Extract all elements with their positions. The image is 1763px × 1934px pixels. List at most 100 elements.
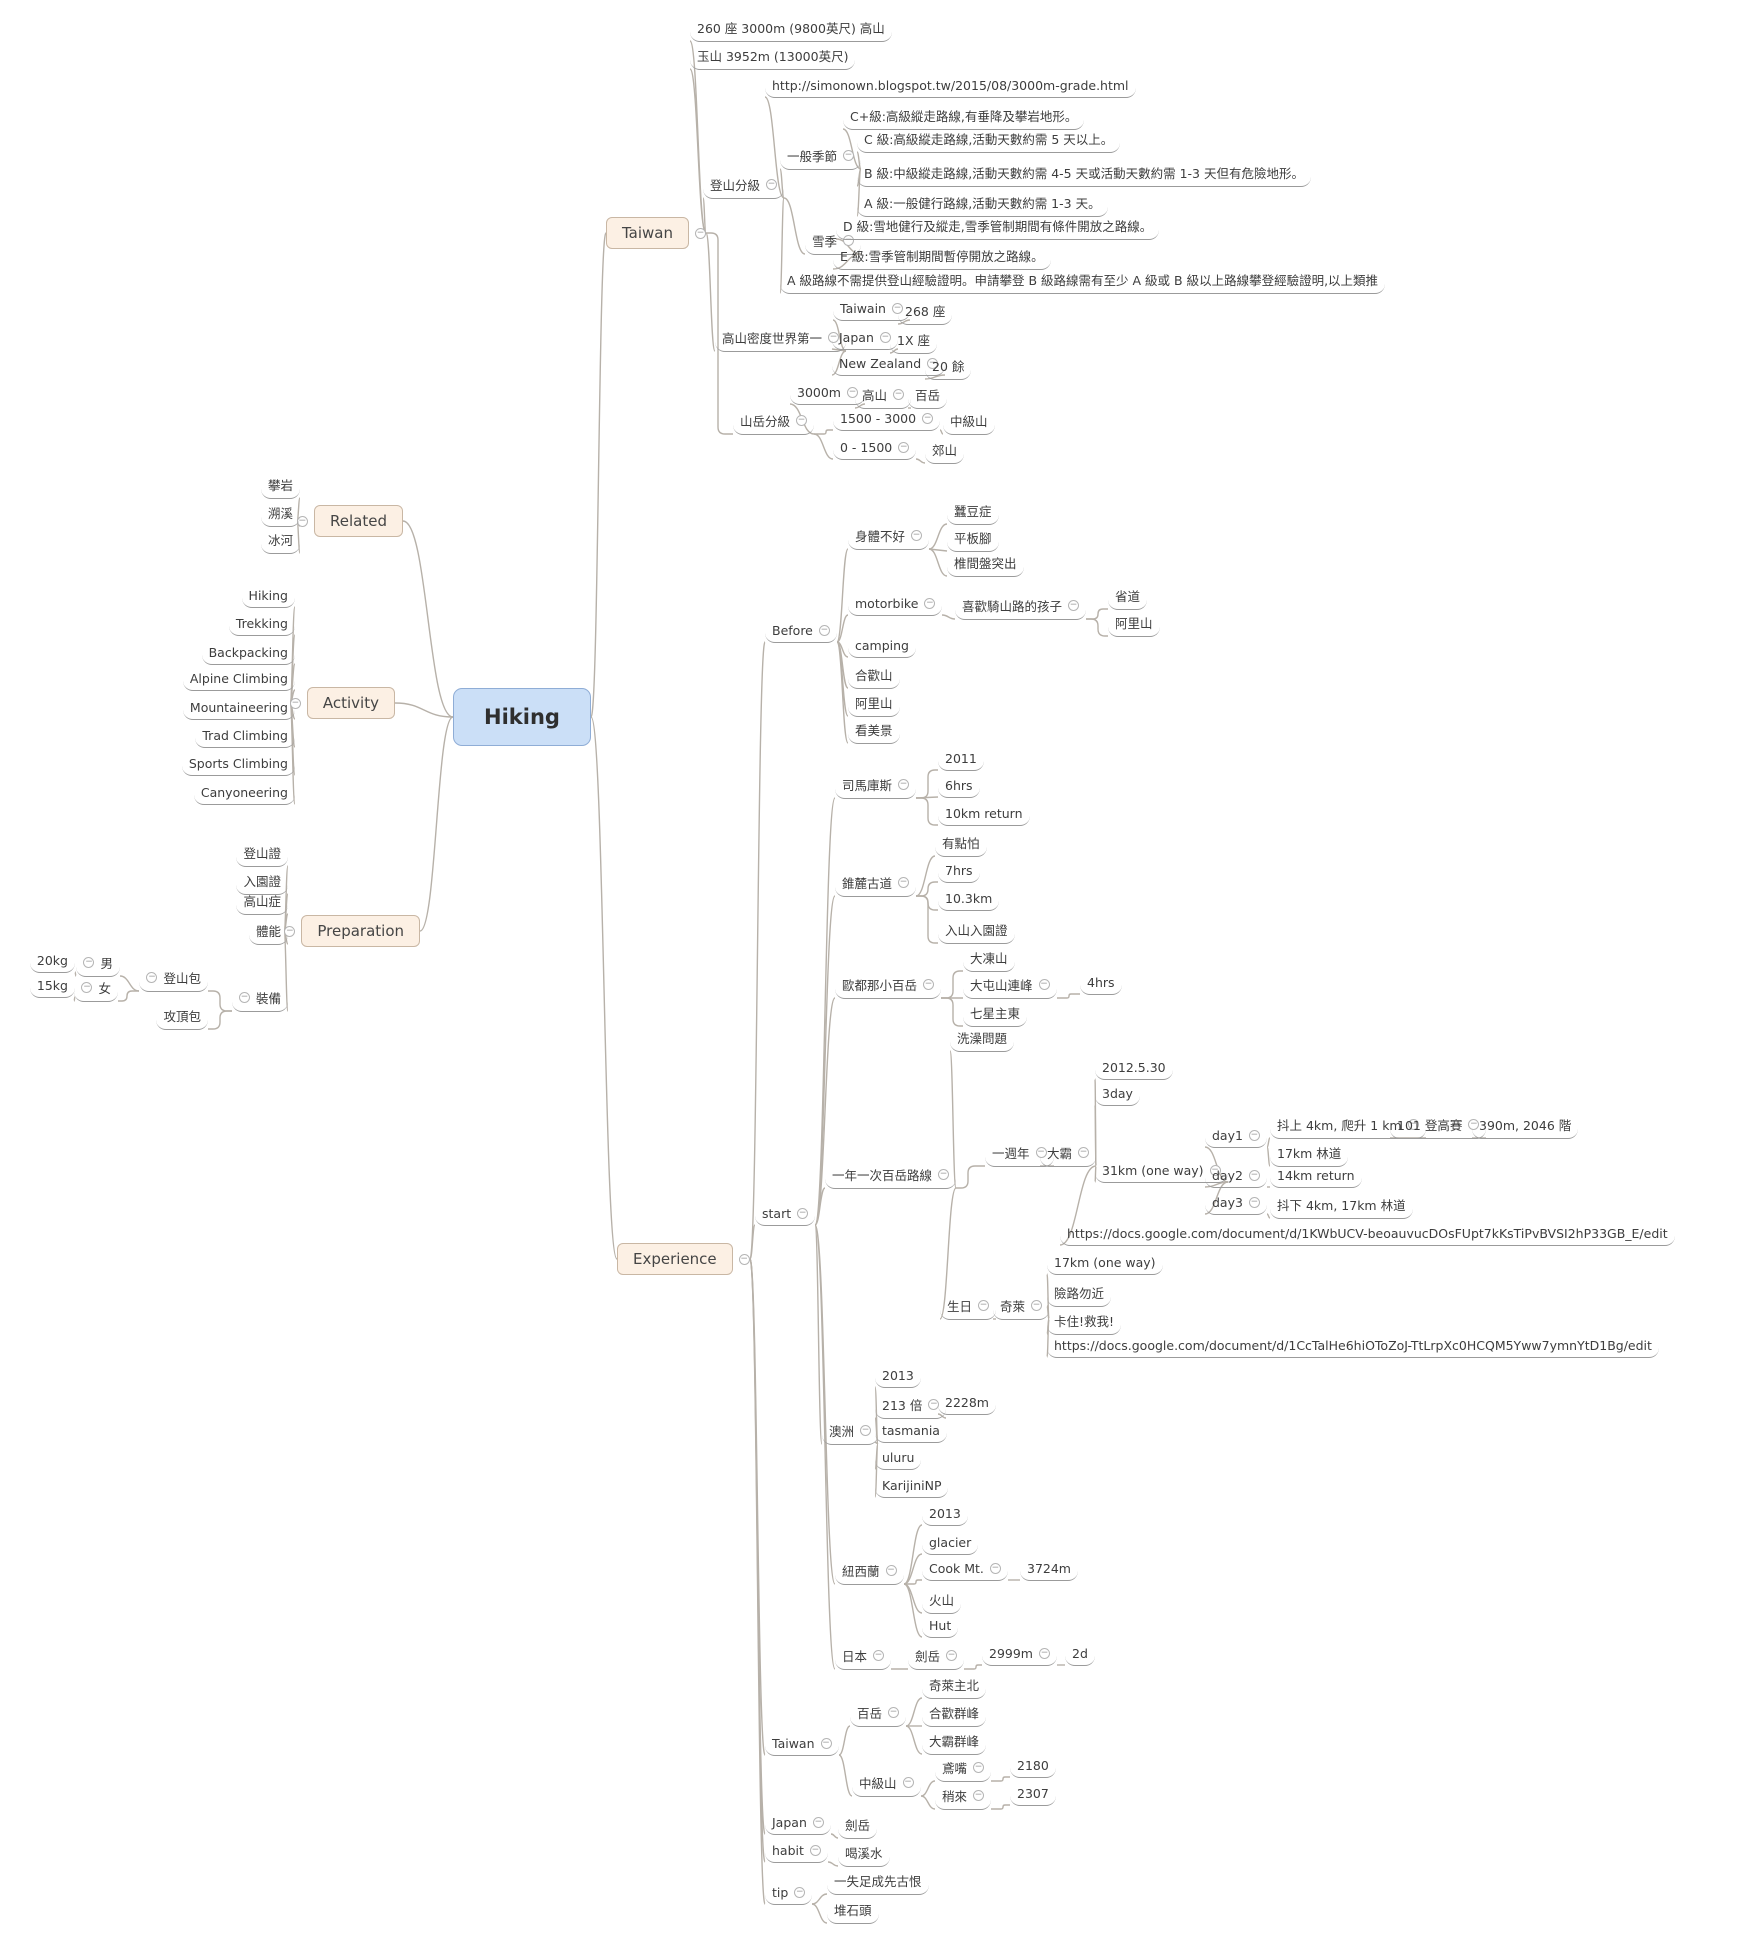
mindmap-node[interactable]: day1−	[1205, 1127, 1267, 1148]
topic-node-preparation[interactable]: −Preparation	[284, 915, 420, 947]
mindmap-node[interactable]: 1500 - 3000−	[833, 410, 941, 431]
collapse-minus-icon[interactable]: −	[928, 1399, 940, 1410]
collapse-minus-icon[interactable]: −	[973, 1790, 985, 1801]
mindmap-node[interactable]: 2012.5.30	[1095, 1059, 1173, 1080]
mindmap-node[interactable]: 日本−	[835, 1645, 892, 1670]
mindmap-node[interactable]: 蠶豆症	[947, 500, 999, 525]
collapse-minus-icon[interactable]: −	[1248, 1170, 1260, 1181]
mindmap-node[interactable]: −女	[74, 977, 118, 1002]
collapse-minus-icon[interactable]: −	[1078, 1147, 1090, 1158]
collapse-minus-icon[interactable]: −	[973, 1762, 985, 1773]
mindmap-node[interactable]: 31km (one way)−	[1095, 1162, 1228, 1183]
mindmap-node[interactable]: Taiwain−	[833, 300, 910, 321]
mindmap-node[interactable]: 7hrs	[938, 862, 980, 883]
collapse-minus-icon[interactable]: −	[238, 992, 250, 1003]
mindmap-node[interactable]: 268 座	[898, 300, 953, 325]
mindmap-node[interactable]: 司馬庫斯−	[835, 774, 917, 799]
mindmap-node[interactable]: Cook Mt.−	[922, 1560, 1008, 1581]
collapse-minus-icon[interactable]: −	[898, 877, 910, 888]
mindmap-node[interactable]: B 級:中級縱走路線,活動天數約需 4-5 天或活動天數約需 1-3 天但有危險…	[857, 162, 1311, 187]
mindmap-node[interactable]: 2228m	[938, 1394, 996, 1415]
collapse-minus-icon[interactable]: −	[797, 1208, 809, 1219]
mindmap-node[interactable]: 錐麓古道−	[835, 872, 917, 897]
mindmap-node[interactable]: 2011	[938, 750, 984, 771]
mindmap-node[interactable]: 15kg	[29, 977, 75, 998]
mindmap-node[interactable]: 10.3km	[938, 890, 1000, 911]
mindmap-node[interactable]: 阿里山	[848, 692, 900, 717]
mindmap-node[interactable]: 260 座 3000m (9800英尺) 高山	[690, 17, 892, 42]
mindmap-node[interactable]: 阿里山	[1108, 612, 1160, 637]
mindmap-node[interactable]: glacier	[922, 1534, 979, 1555]
mindmap-node[interactable]: https://docs.google.com/document/d/1CcTa…	[1047, 1337, 1659, 1358]
collapse-minus-icon[interactable]: −	[820, 1738, 832, 1749]
mindmap-node[interactable]: 抖上 4km, 爬升 1 km−	[1270, 1114, 1426, 1139]
mindmap-node[interactable]: 2999m−	[982, 1645, 1057, 1666]
topic-node-experience[interactable]: Experience−	[617, 1243, 750, 1275]
mindmap-node[interactable]: 澳洲−	[822, 1420, 879, 1445]
collapse-minus-icon[interactable]: −	[695, 227, 707, 239]
collapse-minus-icon[interactable]: −	[843, 235, 855, 246]
topic-node-activity[interactable]: −Activity	[289, 687, 395, 719]
collapse-minus-icon[interactable]: −	[922, 413, 934, 424]
collapse-minus-icon[interactable]: −	[989, 1563, 1001, 1574]
mindmap-node[interactable]: 喝溪水	[838, 1842, 890, 1867]
mindmap-node[interactable]: 入園證	[236, 870, 288, 895]
mindmap-node[interactable]: motorbike−	[848, 595, 943, 616]
mindmap-node[interactable]: http://simonown.blogspot.tw/2015/08/3000…	[765, 77, 1136, 98]
mindmap-node[interactable]: 攻頂包	[156, 1005, 208, 1030]
collapse-minus-icon[interactable]: −	[1039, 1648, 1050, 1659]
mindmap-node[interactable]: 險路勿近	[1047, 1282, 1112, 1307]
mindmap-node[interactable]: 高山−	[855, 384, 912, 409]
mindmap-node[interactable]: tasmania	[875, 1422, 947, 1443]
mindmap-node[interactable]: 鳶嘴−	[935, 1757, 992, 1782]
mindmap-node[interactable]: Japan−	[765, 1814, 831, 1835]
collapse-minus-icon[interactable]: −	[898, 779, 910, 790]
mindmap-node[interactable]: 抖下 4km, 17km 林道	[1270, 1194, 1413, 1219]
mindmap-node[interactable]: 百岳−	[850, 1702, 907, 1727]
mindmap-node[interactable]: −登山包	[139, 967, 208, 992]
mindmap-node[interactable]: 17km (one way)	[1047, 1254, 1163, 1275]
mindmap-node[interactable]: 奇萊−	[993, 1295, 1050, 1320]
collapse-minus-icon[interactable]: −	[1068, 600, 1080, 611]
mindmap-node[interactable]: 有點怕	[935, 832, 987, 857]
collapse-minus-icon[interactable]: −	[284, 925, 296, 937]
mindmap-node[interactable]: 14km return	[1270, 1167, 1362, 1188]
collapse-minus-icon[interactable]: −	[83, 957, 95, 968]
mindmap-node[interactable]: 3day	[1095, 1085, 1140, 1106]
mindmap-node[interactable]: Sports Climbing	[181, 755, 295, 776]
mindmap-node[interactable]: 看美景	[848, 719, 900, 744]
collapse-minus-icon[interactable]: −	[1031, 1300, 1043, 1311]
mindmap-node[interactable]: 劍岳−	[908, 1645, 965, 1670]
collapse-minus-icon[interactable]: −	[923, 979, 935, 990]
mindmap-node[interactable]: 卡住!救我!	[1047, 1310, 1122, 1335]
mindmap-node[interactable]: Mountaineering	[182, 699, 295, 720]
mindmap-node[interactable]: 0 - 1500−	[833, 439, 917, 460]
mindmap-node[interactable]: 20kg	[29, 952, 75, 973]
mindmap-node[interactable]: 2013	[922, 1505, 968, 1526]
mindmap-node[interactable]: C 級:高級縱走路線,活動天數約需 5 天以上。	[857, 128, 1121, 153]
mindmap-node[interactable]: 6hrs	[938, 777, 980, 798]
collapse-minus-icon[interactable]: −	[888, 1707, 900, 1718]
mindmap-node[interactable]: day3−	[1205, 1194, 1267, 1215]
mindmap-node[interactable]: 一失足成先古恨	[827, 1870, 929, 1895]
mindmap-node[interactable]: 2180	[1010, 1757, 1056, 1778]
collapse-minus-icon[interactable]: −	[911, 530, 923, 541]
mindmap-node[interactable]: KarijiniNP	[875, 1477, 949, 1498]
mindmap-node[interactable]: 生日−	[940, 1295, 997, 1320]
topic-node-related[interactable]: −Related	[297, 505, 403, 537]
mindmap-node[interactable]: 高山症	[236, 890, 288, 915]
mindmap-node[interactable]: 攀岩	[260, 474, 300, 499]
mindmap-node[interactable]: 郊山	[925, 439, 965, 464]
mindmap-node[interactable]: 2307	[1010, 1785, 1056, 1806]
collapse-minus-icon[interactable]: −	[818, 625, 830, 636]
mindmap-node[interactable]: 合歡群峰	[922, 1702, 987, 1727]
mindmap-node[interactable]: 省道	[1108, 585, 1148, 610]
collapse-minus-icon[interactable]: −	[893, 389, 905, 400]
mindmap-node[interactable]: 3724m	[1020, 1560, 1078, 1581]
collapse-minus-icon[interactable]: −	[1038, 979, 1050, 990]
mindmap-node[interactable]: 一般季節−	[780, 145, 862, 170]
mindmap-node[interactable]: E 級:雪季管制期間暫停開放之路線。	[833, 245, 1051, 270]
collapse-minus-icon[interactable]: −	[1248, 1130, 1260, 1141]
collapse-minus-icon[interactable]: −	[81, 982, 93, 993]
mindmap-node[interactable]: https://docs.google.com/document/d/1KWbU…	[1060, 1225, 1675, 1246]
